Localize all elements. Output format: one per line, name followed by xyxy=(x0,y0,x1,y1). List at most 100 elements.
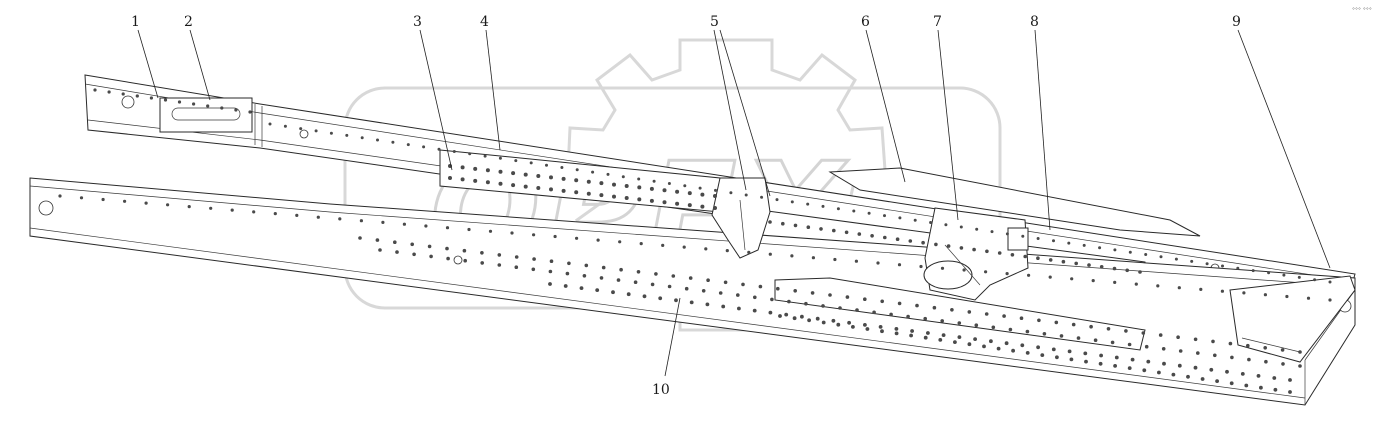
bolt-hole xyxy=(1144,253,1148,256)
bolt-hole xyxy=(821,304,825,308)
callout-2: 2 xyxy=(184,14,193,30)
bolt-hole xyxy=(700,204,705,209)
bolt-hole xyxy=(575,168,579,172)
bolt-hole xyxy=(1162,361,1166,366)
bolt-hole xyxy=(545,163,548,167)
bolt-hole xyxy=(921,240,925,245)
bolt-hole xyxy=(1021,234,1025,238)
bolt-hole xyxy=(283,124,287,128)
bolt-hole xyxy=(1099,265,1104,269)
bolt-hole xyxy=(187,205,191,209)
bolt-hole xyxy=(1127,342,1132,347)
bolt-hole xyxy=(485,168,490,173)
bolt-hole xyxy=(1229,381,1234,386)
bolt-hole xyxy=(1036,345,1040,350)
bolt-hole xyxy=(1020,343,1025,348)
bolt-hole xyxy=(1176,335,1180,340)
bolt-hole xyxy=(548,269,553,274)
bolt-hole xyxy=(596,238,600,242)
bolt-hole xyxy=(626,292,631,297)
bolt-hole xyxy=(906,314,910,319)
bolt-hole xyxy=(536,174,541,178)
bolt-hole xyxy=(806,225,811,229)
bolt-hole xyxy=(637,185,642,190)
bolt-hole xyxy=(135,94,139,98)
callout-6: 6 xyxy=(861,14,870,30)
bolt-hole xyxy=(511,171,516,176)
bolt-hole xyxy=(1240,372,1245,376)
bolt-hole xyxy=(870,234,874,238)
bolt-hole xyxy=(618,240,622,244)
leader-5a xyxy=(713,29,747,191)
bolt-hole xyxy=(1110,340,1115,345)
bolt-hole xyxy=(957,321,962,325)
callout-7: 7 xyxy=(933,14,942,30)
bolt-hole xyxy=(177,100,182,104)
bolt-hole xyxy=(675,201,680,206)
bolt-hole xyxy=(776,286,780,291)
bolt-hole xyxy=(391,140,395,144)
bolt-hole xyxy=(1070,277,1074,281)
bolt-hole xyxy=(234,108,238,112)
bolt-hole xyxy=(410,242,415,247)
bolt-hole xyxy=(1221,264,1224,268)
bolt-hole xyxy=(468,152,472,156)
bolt-hole xyxy=(1205,262,1209,266)
bolt-hole xyxy=(345,133,349,137)
bolt-hole xyxy=(360,136,364,140)
bolt-hole xyxy=(758,284,763,289)
bolt-hole xyxy=(532,257,536,261)
bolt-hole xyxy=(836,207,840,211)
bolt-hole xyxy=(926,331,930,335)
bolt-hole xyxy=(1256,374,1261,378)
bolt-hole xyxy=(1288,390,1292,394)
bolt-hole xyxy=(586,191,591,196)
bolt-hole xyxy=(804,301,808,306)
leader-10 xyxy=(664,297,681,377)
bolt-hole xyxy=(1178,349,1183,353)
leader-2 xyxy=(189,29,211,101)
bolt-hole xyxy=(883,214,886,218)
bolt-hole xyxy=(984,270,988,274)
bolt-hole xyxy=(1272,376,1277,380)
bolt-hole xyxy=(718,291,723,295)
bolt-hole xyxy=(1251,269,1255,273)
bolt-hole xyxy=(682,245,686,249)
bolt-hole xyxy=(1008,327,1013,332)
bolt-hole xyxy=(445,226,450,230)
bolt-hole xyxy=(619,267,623,272)
callout-10: 10 xyxy=(652,382,670,398)
bolt-hole xyxy=(510,231,514,235)
bolt-hole xyxy=(833,257,837,262)
bolt-hole xyxy=(523,172,528,177)
bolt-hole xyxy=(497,253,502,257)
bolt-hole xyxy=(1297,275,1301,279)
bolt-hole xyxy=(375,238,380,242)
bolt-hole xyxy=(845,295,850,299)
bolt-hole xyxy=(1042,332,1047,336)
rear-cross-member xyxy=(1229,275,1356,363)
bolt-hole xyxy=(894,331,899,336)
bolt-hole xyxy=(1059,334,1064,338)
bolt-hole xyxy=(940,266,945,270)
bolt-hole xyxy=(1273,387,1278,392)
bolt-hole xyxy=(721,304,726,309)
bolt-hole xyxy=(1113,280,1117,284)
bolt-hole xyxy=(1259,385,1263,390)
bolt-hole xyxy=(997,251,1002,255)
bolt-hole xyxy=(460,165,465,170)
bolt-hole xyxy=(778,314,782,318)
bolt-hole xyxy=(744,193,748,197)
bolt-hole xyxy=(406,143,410,147)
bolt-hole xyxy=(972,247,976,252)
bolt-hole xyxy=(1144,344,1149,349)
bolt-hole xyxy=(967,342,972,347)
bolt-hole xyxy=(209,206,213,210)
bolt-hole xyxy=(929,221,933,224)
bolt-hole xyxy=(1091,279,1095,283)
bolt-hole xyxy=(923,316,927,321)
bolt-hole xyxy=(821,320,826,325)
bolt-hole xyxy=(429,254,433,259)
bolt-hole xyxy=(437,147,441,151)
bolt-hole xyxy=(667,182,671,185)
